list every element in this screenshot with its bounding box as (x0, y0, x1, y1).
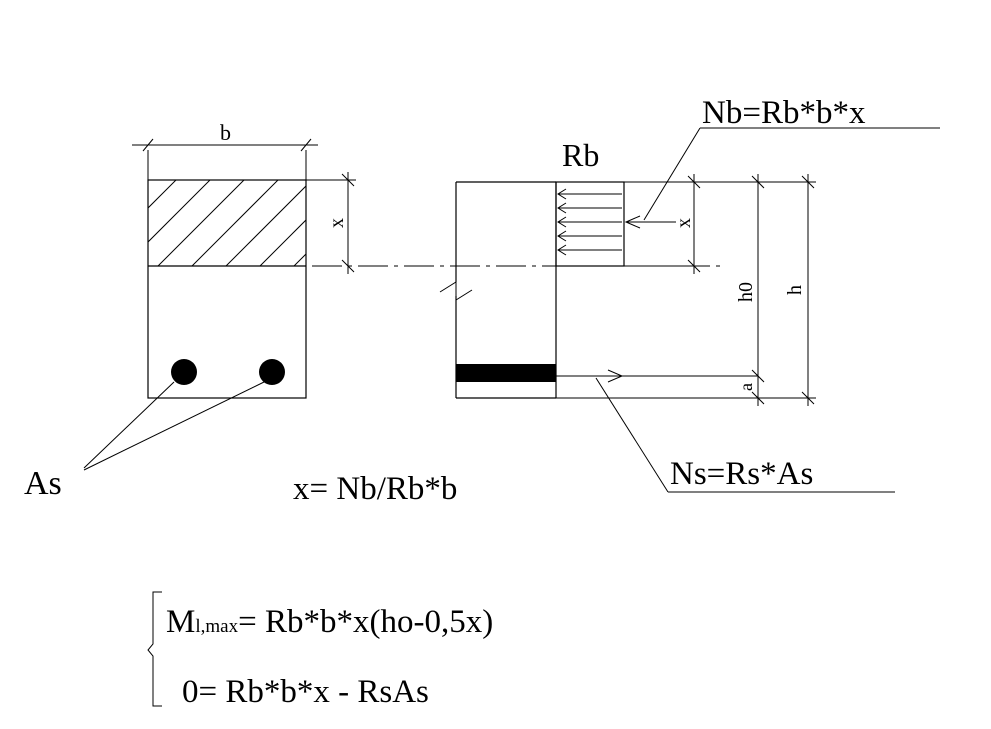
h0-tick-top (751, 175, 765, 189)
equation-2: 0= Rb*b*x - RsAs (182, 674, 429, 710)
m-subscript: l,max (195, 616, 238, 637)
compression-zone-hatch (148, 180, 306, 266)
as-label: As (24, 465, 62, 502)
ns-leader (595, 377, 669, 493)
nb-formula: Nb=Rb*b*x (702, 95, 866, 131)
equation-system: Ml,max= Rb*b*x(ho-0,5x) 0= Rb*b*x - RsAs (147, 591, 493, 710)
a-label: a (736, 383, 756, 391)
h-label: h (784, 285, 806, 295)
stress-block (555, 181, 625, 267)
rb-label: Rb (562, 137, 599, 173)
system-brace (147, 591, 162, 707)
b-label: b (220, 120, 231, 145)
m-symbol: M (166, 604, 195, 640)
section-outline (147, 179, 307, 399)
x-right-tick-bottom (687, 259, 701, 273)
equation-1-rhs: = Rb*b*x(ho-0,5x) (238, 604, 493, 640)
rebar-right (259, 359, 285, 385)
h-tick-top (801, 175, 815, 189)
x-formula: x= Nb/Rb*b (293, 471, 457, 507)
break-line (439, 281, 473, 301)
b-tick-left (142, 138, 154, 152)
cross-section: b x As (24, 120, 356, 502)
ns-arrowhead (607, 369, 624, 383)
as-leader-2 (83, 381, 265, 471)
x-tick-top (341, 173, 355, 187)
b-tick-right (300, 138, 312, 152)
ns-formula: Ns=Rs*As (670, 456, 813, 492)
h0-label: h0 (735, 282, 757, 302)
x-label-left: x (326, 218, 348, 228)
longitudinal-section: Rb Nb=Rb*b*x x Ns=Rs*As h0 a (439, 95, 940, 493)
stress-arrows (557, 188, 622, 256)
x-label-right: x (673, 218, 695, 228)
equation-1: Ml,max= Rb*b*x(ho-0,5x) (166, 604, 493, 640)
as-leader-1 (83, 381, 175, 469)
nb-arrowhead (624, 215, 641, 229)
h-tick-bottom (801, 391, 815, 405)
rebar-left (171, 359, 197, 385)
a-tick-bottom (751, 391, 765, 405)
nb-leader (643, 127, 701, 221)
x-right-tick-top (687, 175, 701, 189)
reinforcement-bar (456, 364, 556, 382)
